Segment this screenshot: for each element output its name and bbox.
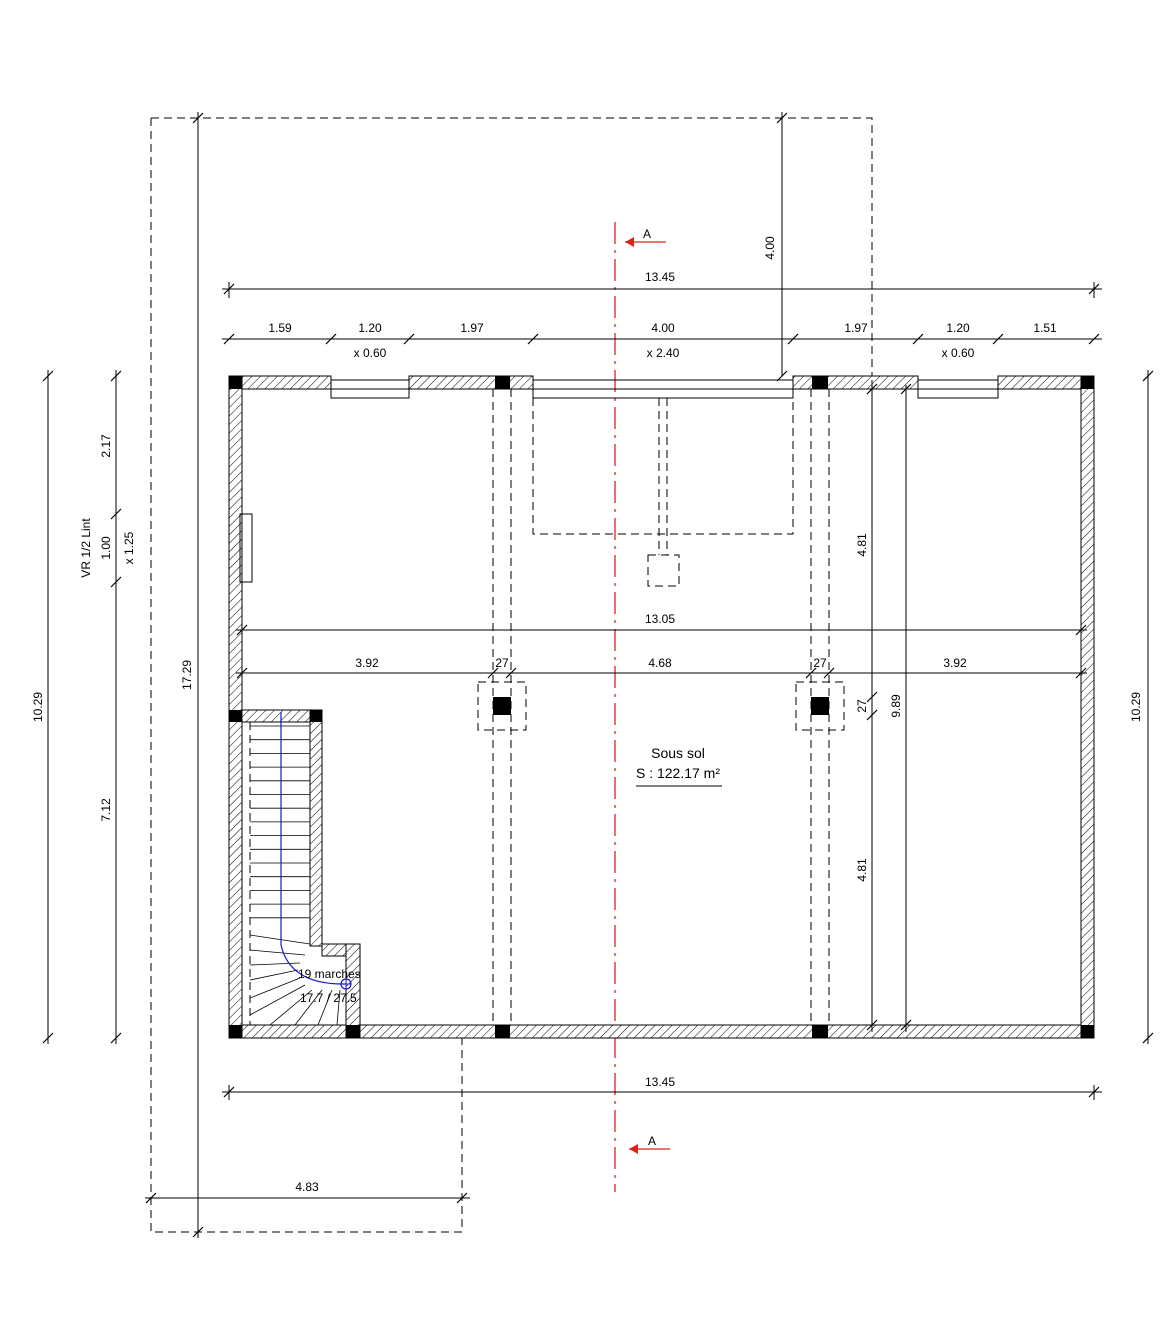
dim-vertical-post: 27 (855, 699, 869, 713)
dim-inner-overall: 13.05 (645, 612, 675, 626)
dim-inner-seg-1: 3.92 (355, 656, 379, 670)
dim-top-seg-7: 1.51 (1033, 321, 1057, 335)
dimension-lines (47, 112, 1149, 1238)
dim-vertical-four: 4.00 (763, 236, 777, 260)
dim-top-seg-3: 1.97 (460, 321, 484, 335)
dim-top-seg-4: 4.00 (651, 321, 675, 335)
dim-side-c: 7.12 (99, 798, 113, 822)
posts (229, 376, 1094, 1038)
dim-bottom-offset: 4.83 (295, 1180, 319, 1194)
dim-inner-seg-5: 3.92 (943, 656, 967, 670)
dim-outer-total: 17.29 (180, 660, 194, 690)
dim-top-overall: 13.45 (645, 270, 675, 284)
dim-top-seg-5: 1.97 (844, 321, 868, 335)
dim-side-a: 2.17 (99, 434, 113, 458)
stair-direction-arrow (280, 712, 347, 985)
section-label-top: A (643, 227, 651, 241)
side-window (239, 513, 253, 583)
dim-side-b: 1.00 (99, 536, 113, 560)
dimension-labels: 13.45 1.59 1.20 1.97 4.00 1.97 1.20 1.51… (31, 236, 1143, 1194)
stair-steps-label: 19 marches (298, 967, 361, 981)
section-mark-bottom: A (629, 1134, 670, 1154)
dim-top-seg-6: 1.20 (946, 321, 970, 335)
dim-top-seg-2: 1.20 (358, 321, 382, 335)
dim-right-total: 10.29 (1129, 692, 1143, 722)
room-name: Sous sol (651, 745, 705, 761)
section-mark-top: A (625, 227, 666, 247)
dim-opening-2: x 2.40 (647, 346, 680, 360)
dim-vertical-inner-height: 9.89 (889, 694, 903, 718)
top-openings (330, 379, 999, 399)
dim-opening-3: x 0.60 (942, 346, 975, 360)
section-label-bottom: A (648, 1134, 656, 1148)
dim-window-height: x 1.25 (122, 531, 136, 564)
dimension-ticks (42, 112, 1154, 1238)
dim-inner-seg-2: 27 (495, 656, 509, 670)
dim-inner-seg-4: 27 (813, 656, 827, 670)
dim-vertical-upper: 4.81 (855, 533, 869, 557)
dim-window-label: VR 1/2 Lint (79, 518, 93, 578)
walls (228, 375, 1095, 1039)
dim-left-total: 10.29 (31, 692, 45, 722)
stair-ratio-label: 17.7 / 27.5 (300, 991, 357, 1005)
room-area: S : 122.17 m² (636, 765, 720, 781)
dim-inner-seg-3: 4.68 (648, 656, 672, 670)
dim-top-seg-1: 1.59 (268, 321, 292, 335)
dim-vertical-lower: 4.81 (855, 858, 869, 882)
dim-opening-1: x 0.60 (354, 346, 387, 360)
dim-bottom-overall: 13.45 (645, 1075, 675, 1089)
stair: 19 marches 17.7 / 27.5 (249, 712, 361, 1026)
interior-dashed (477, 389, 845, 1025)
site-outline (150, 117, 873, 1233)
